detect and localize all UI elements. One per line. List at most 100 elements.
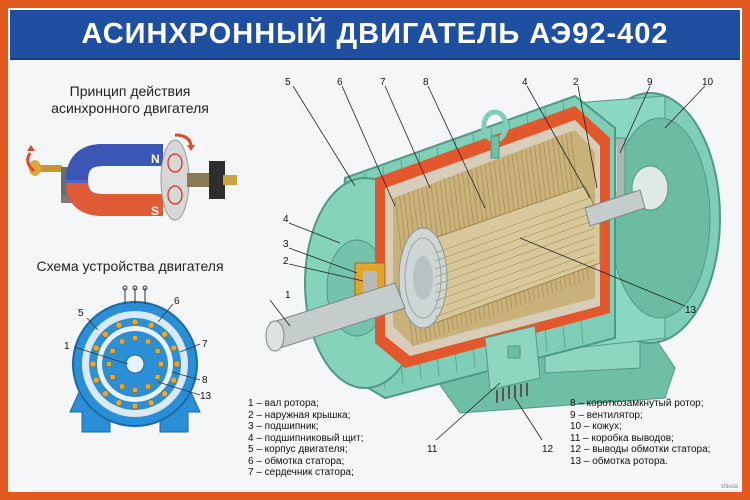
rotor-winding-slot xyxy=(145,383,151,390)
rotor-bar xyxy=(434,203,596,262)
frame-left xyxy=(0,0,8,500)
callout-11: 11 xyxy=(427,444,438,455)
legend-item: 6 – обмотка статора; xyxy=(248,455,345,467)
rotor-bar xyxy=(434,211,596,270)
rotor-winding-slot xyxy=(119,338,125,345)
shaft xyxy=(265,189,646,352)
rotor-bar xyxy=(434,235,596,294)
scheme-label-7: 7 xyxy=(202,339,208,350)
callout-5: 5 xyxy=(285,77,291,88)
callout-3: 3 xyxy=(283,239,289,250)
lifting-eye xyxy=(481,109,509,159)
motor-cutaway-illustration: 5 6 7 8 4 2 9 10 4 3 2 1 13 11 12 xyxy=(265,77,721,455)
scheme-label-5: 5 xyxy=(78,308,84,319)
stator-winding-slot xyxy=(115,399,123,407)
stator-winding-slot xyxy=(147,399,155,407)
terminal-box xyxy=(484,325,541,403)
horseshoe-magnet: N S xyxy=(65,144,163,218)
legend-item: 5 – корпус двигателя; xyxy=(248,444,348,455)
legend-item: 11 – коробка выводов; xyxy=(570,432,674,444)
rotating-disc xyxy=(160,133,195,221)
callout-8: 8 xyxy=(423,77,429,88)
legend-item: 10 – кожух; xyxy=(570,421,622,432)
title-bar: АСИНХРОННЫЙ ДВИГАТЕЛЬ АЭ92-402 xyxy=(10,10,740,60)
callout-10: 10 xyxy=(702,77,714,88)
legend-item: 3 – подшипник; xyxy=(248,421,319,432)
publisher-watermark: shkola xyxy=(720,484,738,490)
stator-winding-slot xyxy=(147,321,155,329)
rotor-bar xyxy=(434,219,596,278)
pole-s-label: S xyxy=(151,204,159,218)
callout-7: 7 xyxy=(380,77,386,88)
rotor-bar xyxy=(434,243,596,302)
stator-winding-slot xyxy=(161,331,168,338)
scheme-label-13: 13 xyxy=(200,391,212,402)
principle-heading-line2: асинхронного двигателя xyxy=(51,100,209,116)
legend-item: 1 – вал ротора; xyxy=(248,398,319,409)
frame-right xyxy=(742,0,750,500)
stator-winding-slot xyxy=(89,360,97,368)
callout-9: 9 xyxy=(647,77,653,88)
callout-1: 1 xyxy=(285,290,291,301)
legend-item: 7 – сердечник статора; xyxy=(248,467,354,478)
scheme-leaders xyxy=(73,303,201,396)
callout-2-left: 2 xyxy=(283,256,289,267)
legend-item: 8 – короткозамкнутый ротор; xyxy=(570,398,704,409)
rotor-winding-slot xyxy=(109,348,116,354)
stator-winding-slot xyxy=(161,390,168,397)
stator-winding-slot xyxy=(170,376,178,384)
scheme-shaft xyxy=(125,354,145,374)
scheme-label-8: 8 xyxy=(202,375,208,386)
principle-heading: Принцип действия асинхронного двигателя xyxy=(30,83,230,117)
legend-left: 1 – вал ротора; 2 – наружная крышка; 3 –… xyxy=(248,398,364,479)
scheme-heading: Схема устройства двигателя xyxy=(36,258,224,274)
callout-12: 12 xyxy=(542,444,554,455)
callout-2-right: 2 xyxy=(573,77,579,88)
stator-winding-slot xyxy=(131,402,139,410)
stator-winding-slot xyxy=(170,344,178,352)
scheme-stator-windings xyxy=(89,318,181,410)
scheme-terminals xyxy=(122,285,148,304)
legend-item: 12 – выводы обмотки статора; xyxy=(570,444,711,455)
rotor-winding-slot xyxy=(109,374,116,380)
stator-winding-slot xyxy=(131,318,139,326)
stator-winding-slot xyxy=(92,344,100,352)
scheme-label-1: 1 xyxy=(64,341,70,352)
poster-title: АСИНХРОННЫЙ ДВИГАТЕЛЬ АЭ92-402 xyxy=(81,17,669,50)
legend-item: 9 – вентилятор; xyxy=(570,409,643,421)
rotor-winding-slot xyxy=(158,361,164,367)
rotor-winding-slot xyxy=(154,348,161,354)
stator-winding-slot xyxy=(115,321,123,329)
frame-bottom xyxy=(0,492,750,500)
pole-n-label: N xyxy=(151,152,160,166)
stator-winding-slot xyxy=(92,376,100,384)
rotor-bar xyxy=(434,195,596,254)
rotor-winding-slot xyxy=(132,387,138,393)
stator-winding-slot xyxy=(102,390,109,397)
rotor-winding-slot xyxy=(106,361,112,367)
legend-item: 4 – подшипниковый щит; xyxy=(248,432,364,444)
output-shaft xyxy=(187,161,237,199)
principle-illustration: N S xyxy=(26,133,237,221)
rotor-winding-slot xyxy=(132,335,138,341)
rotor-winding-slot xyxy=(145,338,151,345)
rotor-fan-fins xyxy=(404,237,442,319)
legend-right: 8 – короткозамкнутый ротор; 9 – вентилят… xyxy=(570,398,710,467)
callout-13: 13 xyxy=(685,305,697,316)
legend-item: 13 – обмотка ротора. xyxy=(570,455,668,467)
scheme-label-6: 6 xyxy=(174,296,180,307)
rotor xyxy=(398,185,601,329)
rotor-winding-slot xyxy=(154,374,161,380)
callout-4-left: 4 xyxy=(283,214,289,225)
principle-heading-line1: Принцип действия xyxy=(69,83,191,99)
callout-4-right: 4 xyxy=(522,77,528,88)
scheme-rotor-windings xyxy=(106,335,164,393)
rotor-bar xyxy=(434,227,596,286)
callout-6: 6 xyxy=(337,77,343,88)
rotor-winding-slot xyxy=(119,383,125,390)
callout-leaders xyxy=(269,85,706,441)
stator-winding-slot xyxy=(102,331,109,338)
stator-winding-slot xyxy=(173,360,181,368)
scheme-cross-section: 5 6 1 7 8 13 xyxy=(64,285,212,433)
